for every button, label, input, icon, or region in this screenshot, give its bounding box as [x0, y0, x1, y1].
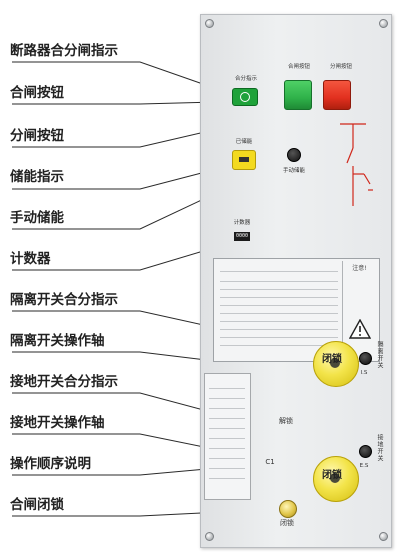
charge-state-indicator	[232, 150, 256, 170]
callout-charge-indicator: 储能指示	[10, 169, 64, 185]
panel-screw	[205, 19, 214, 28]
unlock-label: 解锁	[279, 417, 293, 425]
earth-code: E.S	[359, 463, 369, 469]
info-plate: 注意!	[213, 258, 380, 362]
warning-icon	[349, 319, 371, 339]
callout-isolator-shaft: 隔离开关操作轴	[10, 333, 105, 349]
close-button[interactable]	[284, 80, 312, 110]
earth-knob-label: 闭锁	[322, 470, 342, 481]
breaker-state-indicator	[232, 88, 258, 106]
indicator-label: 合分指示	[234, 76, 257, 82]
earth-operating-shaft[interactable]	[313, 456, 359, 502]
operation-counter: 0000	[234, 232, 250, 241]
open-button-label: 分闸按钮	[329, 64, 352, 70]
close-button-label: 合闸按钮	[287, 64, 310, 70]
isolator-knob-label: 闭锁	[322, 354, 342, 365]
earth-shaft-socket	[330, 473, 340, 483]
callout-close-button: 合闸按钮	[10, 85, 64, 101]
isolator-operating-shaft[interactable]	[313, 341, 359, 387]
earth-state-indicator	[359, 445, 372, 458]
panel-screw	[379, 532, 388, 541]
callout-operation-sequence: 操作顺序说明	[10, 456, 91, 472]
callout-manual-charge: 手动储能	[10, 210, 64, 226]
operation-sequence-plate	[204, 373, 251, 500]
isolator-side-text: 隔离开关	[376, 341, 383, 369]
panel-screw	[205, 532, 214, 541]
isolator-state-indicator	[359, 352, 372, 365]
callout-counter: 计数器	[10, 251, 51, 267]
panel-screw	[379, 19, 388, 28]
callout-earth-indicator: 接地开关合分指示	[10, 374, 118, 390]
lock-label: 闭锁	[280, 519, 294, 527]
notice-title: 注意!	[352, 265, 367, 272]
callout-open-button: 分闸按钮	[10, 128, 64, 144]
c1-label: C1	[265, 458, 275, 466]
isolator-shaft-socket	[330, 358, 340, 368]
open-button[interactable]	[323, 80, 351, 110]
manual-charge-label: 手动储能	[282, 168, 305, 174]
callout-earth-shaft: 接地开关操作轴	[10, 415, 105, 431]
isolator-code: I.S	[360, 370, 368, 376]
earth-side-text: 接地开关	[376, 434, 383, 462]
callout-breaker-indicator: 断路器合分闸指示	[10, 43, 118, 59]
charged-label: 已储能	[235, 139, 253, 145]
counter-label: 计数器	[233, 220, 251, 226]
notice-box: 注意!	[342, 261, 376, 357]
single-line-diagram	[340, 123, 373, 206]
callout-isolator-indicator: 隔离开关合分指示	[10, 292, 118, 308]
callout-close-lock: 合闸闭锁	[10, 497, 64, 513]
manual-charge-socket[interactable]	[287, 148, 301, 162]
close-lock-key[interactable]	[279, 500, 297, 518]
